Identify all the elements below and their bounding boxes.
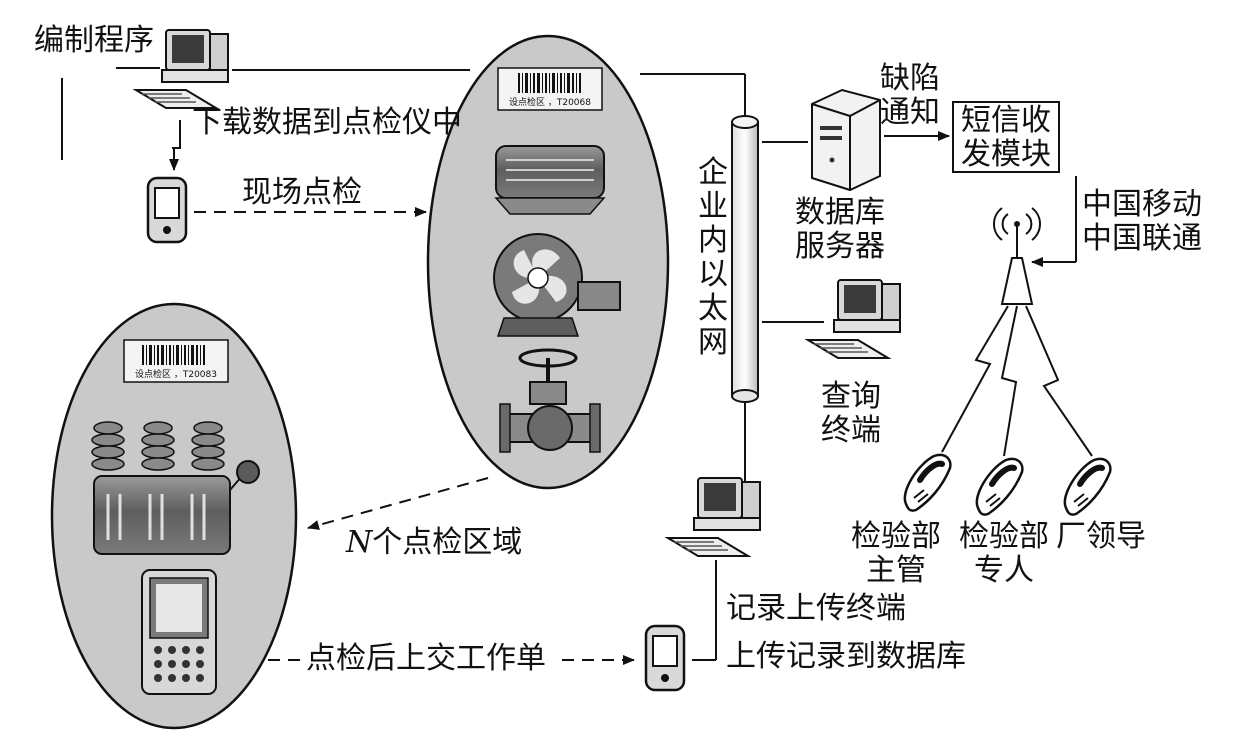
database-server-line1: 数据库: [795, 195, 885, 230]
pda-icon-bottom: [644, 624, 686, 692]
motor-icon: [494, 145, 606, 215]
barcode: [518, 73, 581, 93]
record-upload-terminal-label: 记录上传终端: [726, 591, 906, 626]
database-server-line2: 服务器: [795, 229, 885, 264]
submit-worksheet-label: 点检后上交工作单: [306, 641, 546, 676]
specialist-line1: 检验部: [959, 519, 1049, 554]
download-data-label: 下载数据到点检仪中: [192, 105, 462, 140]
barcode-text-2: 设点检区 ，T20083: [135, 368, 217, 380]
specialist-line2: 专人: [974, 553, 1034, 588]
n-areas-arrow: [307, 477, 489, 530]
defect-notice-line1: 缺陷: [880, 61, 940, 96]
china-unicom-label: 中国联通: [1082, 221, 1202, 256]
n-areas-label: N个点检区域: [346, 526, 522, 560]
inspection-area-2: 设点检区 ，T20083: [50, 302, 298, 730]
cell-tower-icon: [993, 207, 1041, 305]
compile-program-label: 编制程序: [34, 23, 154, 58]
database-server-icon: [811, 88, 881, 192]
barcode-text: 设点检区 ，T20068: [509, 96, 591, 108]
upload-terminal-computer-icon: [667, 477, 761, 557]
pump-icon: [493, 233, 621, 337]
query-terminal-line2: 终端: [821, 413, 881, 448]
ethernet-bus-icon: [731, 115, 759, 403]
handheld-device-icon: [141, 569, 217, 695]
upload-to-database-label: 上传记录到数据库: [726, 639, 966, 674]
defect-notice-line2: 通知: [880, 95, 940, 130]
wireless-signal-lines: [941, 305, 1093, 457]
sms-module-box: 短信收发模块: [952, 101, 1060, 173]
factory-leader-label: 厂领导: [1056, 519, 1146, 554]
enterprise-ethernet-label: 企业内以太网: [698, 155, 728, 360]
supervisor-line2: 主管: [866, 553, 926, 588]
query-terminal-line1: 查询: [821, 379, 881, 414]
transformer-icon: [91, 421, 260, 555]
phone-icon-leader: [1065, 459, 1111, 515]
supervisor-line1: 检验部: [851, 519, 941, 554]
n-areas-text: 个点检区域: [372, 525, 523, 560]
n-letter: N: [346, 525, 373, 560]
china-mobile-label: 中国移动: [1082, 187, 1202, 222]
query-terminal-computer-icon: [807, 279, 901, 359]
barcode-2: [142, 345, 205, 365]
connection-lines: [61, 67, 1077, 661]
valve-icon: [499, 348, 601, 453]
field-inspection-label: 现场点检: [242, 175, 362, 210]
phone-icon-specialist: [977, 459, 1023, 515]
inspection-area-1: 设点检区 ，T20068: [426, 34, 670, 490]
pda-icon-top: [146, 176, 188, 244]
phone-icon-supervisor: [905, 455, 951, 511]
